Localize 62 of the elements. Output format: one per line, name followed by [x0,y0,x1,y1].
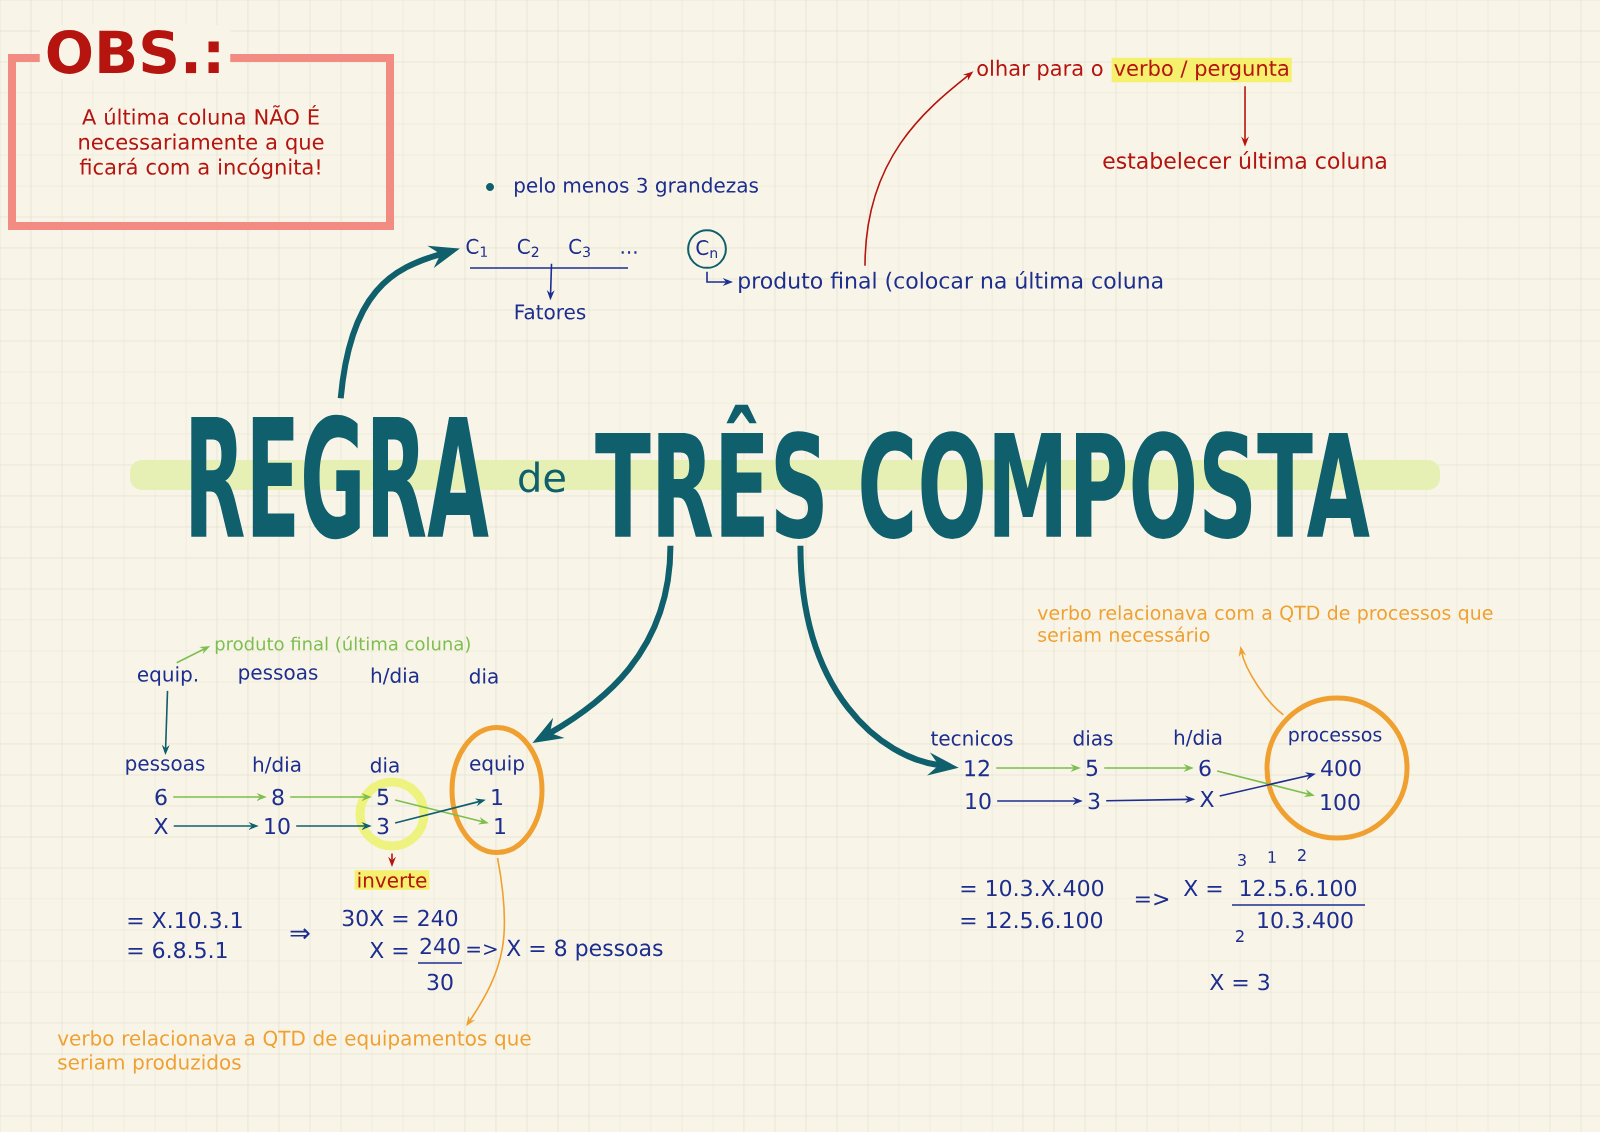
note-text: estabelecer última coluna [1103,151,1386,169]
column-header: equip. [137,666,197,686]
denominator-text: 30 [427,973,453,991]
table-value: 10 [265,817,290,835]
note-text: verbo relacionava com a QTD de processos que seriam necessário [1037,605,1493,642]
table-value: 10 [966,792,991,810]
table-value: 3 [377,817,389,835]
numerator-text: 12.5.6.100 [1240,879,1356,897]
note-text: verbo relacionava a QTD de equipamentos que seriam produzidos [57,1030,531,1074]
table-value: X [154,818,168,835]
table-value: 1 [492,789,502,806]
equation-text: X = [369,942,408,959]
implies-sign: ⇒ [290,928,310,940]
equation-text: = 6.8.5.1 [128,941,227,959]
table-value: 3 [1088,792,1100,810]
column-header: equip [470,755,524,775]
equation-text: = X.10.3.1 [128,911,242,929]
table-value: X [1200,791,1214,808]
note-text: olhar para o verbo / pergunta [977,57,1292,83]
column-header: h/dia [371,667,419,685]
table-value: 5 [1086,759,1098,777]
note-text: produto final (última coluna) [215,635,470,655]
cancel-digit: 1 [1268,851,1276,863]
highlight-ring [355,777,429,851]
column-header: dia [370,757,399,773]
table-value: 6 [1199,759,1211,777]
table-value: 1 [495,818,505,835]
column-header: processos [1289,730,1382,746]
note-text: inverte [354,870,430,890]
bullet-item: pelo menos 3 grandezas [486,177,758,197]
circled-column [449,725,545,855]
equation-text: X = 3 [1209,973,1269,991]
circled-label: C$_{n}$ [687,229,727,269]
equation-text: = 12.5.6.100 [961,911,1103,929]
factor-label: Fatores [515,304,586,320]
denominator-text: 10.3.400 [1258,911,1353,929]
table-value: 12 [965,759,989,777]
column-header: pessoas [239,668,318,684]
equation-text: X = 8 pessoas [506,939,663,961]
circled-column [1264,695,1410,841]
column-header: h/dia [253,756,301,774]
column-header: h/dia [1174,729,1222,747]
cancel-digit: 2 [1236,930,1244,942]
cancel-digit: 3 [1238,853,1246,867]
table-value: 400 [1321,759,1361,777]
factor-row: C$_{1}$ C$_{2}$ C$_{3}$ ... [466,238,637,269]
table-value: 100 [1321,793,1360,811]
implies-sign: => [467,944,497,955]
table-value: 5 [377,788,389,806]
title-text: REGRA de TRÊS COMPOSTA [191,404,1370,540]
column-header: dia [469,668,498,684]
table-value: 8 [272,788,284,806]
implies-sign: => [1135,893,1169,906]
cancel-digit: 2 [1298,849,1306,861]
equation-text: = 10.3.X.400 [961,879,1104,897]
numerator-text: 240 [420,937,460,955]
column-header: tecnicos [931,730,1013,746]
equation-text: X = [1183,880,1222,897]
column-header: dias [1073,730,1113,746]
column-header: pessoas [126,759,205,775]
table-value: 6 [155,788,167,806]
note-text: produto final (colocar na última coluna [739,270,1163,294]
